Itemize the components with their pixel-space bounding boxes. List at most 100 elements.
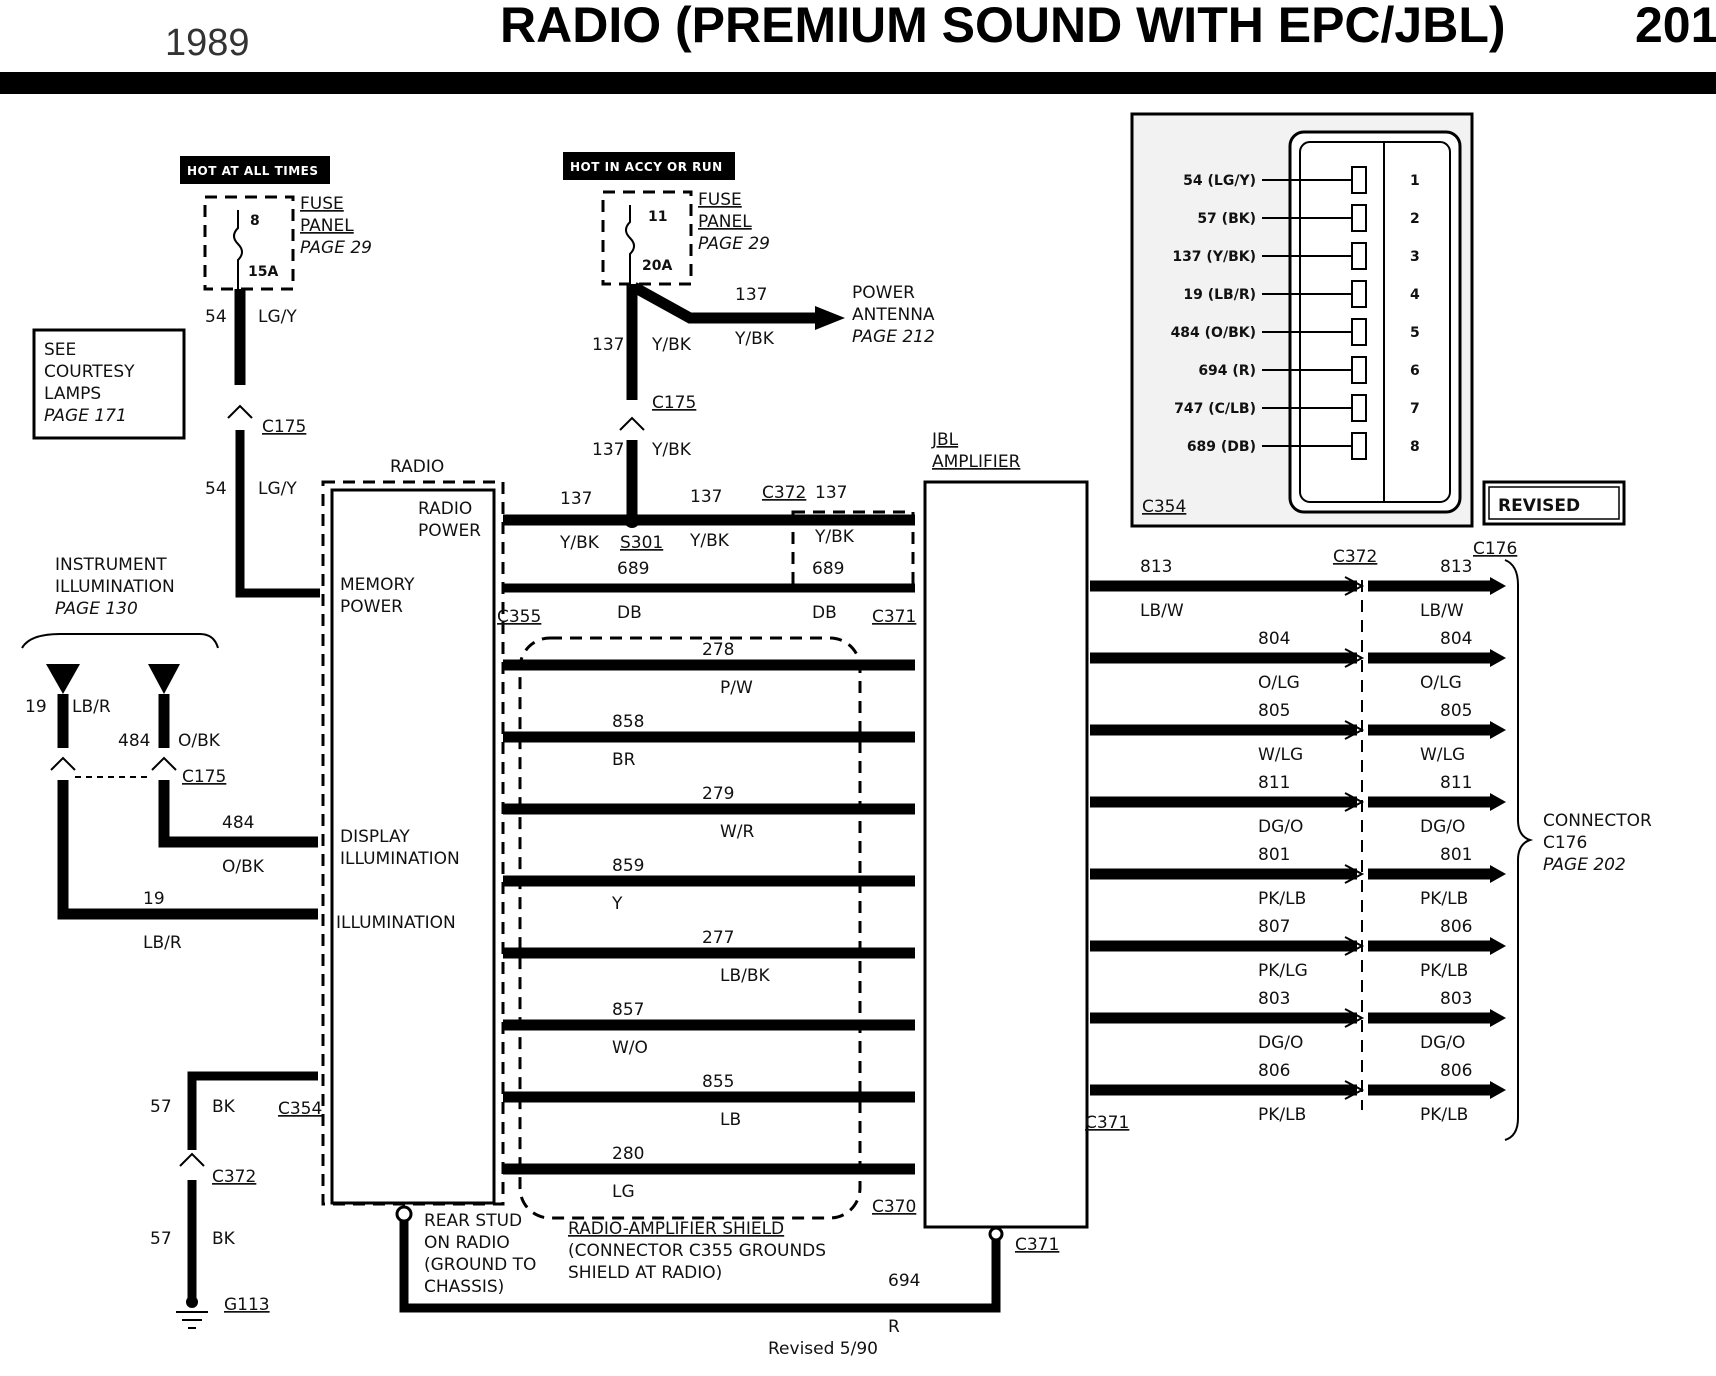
revised-badge-label: REVISED — [1498, 496, 1580, 516]
lamp-feed-arrow-icon-1 — [46, 664, 80, 694]
c175-label-1: C175 — [262, 417, 306, 437]
connector-c176-line1: CONNECTOR — [1543, 811, 1652, 831]
shielded-wire-number: 280 — [612, 1144, 644, 1164]
wire-137-upper-color: Y/BK — [651, 335, 692, 355]
c354-pin-socket — [1351, 394, 1367, 422]
shielded-wire-color: W/O — [612, 1038, 648, 1058]
wire-54-lower-number: 54 — [205, 479, 227, 499]
wire-484-lower-number: 484 — [222, 813, 254, 833]
c354-pin-label: 694 (R) — [1198, 363, 1256, 379]
title-rule — [0, 72, 1716, 94]
c354-pin-number: 4 — [1410, 287, 1420, 303]
connector-arrow-icon — [1490, 577, 1506, 595]
c175-terminal-icon-4 — [151, 756, 177, 771]
c176-brace — [1504, 559, 1534, 1141]
connector-arrow-icon — [1490, 1081, 1506, 1099]
speaker-right-number: 805 — [1440, 701, 1472, 721]
fuse-rating-2: 20A — [642, 258, 672, 274]
wire-57-upper-color: BK — [212, 1097, 236, 1117]
c354-pin-number: 7 — [1410, 401, 1420, 417]
amp-ground-icon — [988, 1226, 1004, 1242]
jbl-amp-label-1: JBL — [931, 430, 959, 450]
c175-terminal-icon-3 — [50, 756, 76, 771]
footer-r-mark: R — [888, 1317, 900, 1337]
shielded-wire-color: Y — [611, 894, 623, 914]
speaker-right-number: 801 — [1440, 845, 1472, 865]
speaker-right-color: PK/LB — [1420, 1105, 1468, 1125]
speaker-right-number: 813 — [1440, 557, 1472, 577]
speaker-right-color: DG/O — [1420, 817, 1465, 837]
shielded-wire-color: LB/BK — [720, 966, 771, 986]
instrument-line1: INSTRUMENT — [55, 555, 167, 575]
wire-137-c-number: 137 — [815, 483, 847, 503]
speaker-left-number: 806 — [1258, 1061, 1290, 1081]
revised-badge — [1482, 480, 1626, 526]
shielded-wire-number: 855 — [702, 1072, 734, 1092]
courtesy-page: PAGE 171 — [44, 406, 127, 426]
radio-box — [330, 488, 496, 1205]
c354-pin-label: 689 (DB) — [1187, 439, 1256, 455]
speaker-arrow-icon — [1344, 864, 1365, 884]
connector-arrow-icon — [1490, 721, 1506, 739]
wire-19-upper-number: 19 — [25, 697, 47, 717]
speaker-left-color: LB/W — [1140, 601, 1184, 621]
courtesy-line1: SEE — [44, 340, 76, 360]
c354-label-radio: C354 — [278, 1099, 322, 1119]
fuse-number-1: 8 — [250, 213, 260, 229]
radio-power-pin-2: POWER — [418, 521, 481, 541]
c370-label: C370 — [872, 1197, 916, 1217]
fuse-label-2a: FUSE — [698, 190, 742, 210]
wire-54-lower-color: LG/Y — [258, 479, 297, 499]
c372-label-a: C372 — [762, 483, 806, 503]
ground-line3: (GROUND TO — [424, 1255, 536, 1275]
c354-pin-number: 6 — [1410, 363, 1420, 379]
fuse-label-2b: PANEL — [698, 212, 752, 232]
power-antenna-page: PAGE 212 — [852, 327, 935, 347]
speaker-right-number: 806 — [1440, 917, 1472, 937]
shielded-wire-color: LB — [720, 1110, 741, 1130]
wire-54-upper-number: 54 — [205, 307, 227, 327]
shielded-wire-number: 857 — [612, 1000, 644, 1020]
wire-137-antenna-color: Y/BK — [734, 329, 775, 349]
fuse-icon-1 — [233, 210, 243, 289]
lamp-feed-arrow-icon-2 — [148, 664, 180, 694]
shielded-wire-number: 859 — [612, 856, 644, 876]
g113-label: G113 — [224, 1295, 270, 1315]
wire-57-lower-color: BK — [212, 1229, 236, 1249]
fuse-page-1: PAGE 29 — [300, 238, 372, 258]
speaker-right-color: W/LG — [1420, 745, 1465, 765]
power-antenna-label-2: ANTENNA — [852, 305, 935, 325]
c372-label-ground: C372 — [212, 1167, 256, 1187]
s301-label: S301 — [620, 533, 663, 553]
speaker-right-color: PK/LB — [1420, 961, 1468, 981]
courtesy-line3: LAMPS — [44, 384, 101, 404]
c354-pin-socket — [1351, 280, 1367, 308]
speaker-left-color: W/LG — [1258, 745, 1303, 765]
rear-stud-icon — [395, 1205, 413, 1223]
c176-label: C176 — [1473, 539, 1517, 559]
display-illum-pin-1: DISPLAY — [340, 827, 410, 847]
jbl-amp-label-2: AMPLIFIER — [932, 452, 1021, 472]
c354-pin-socket — [1351, 242, 1367, 270]
hot-in-accy-tag — [563, 152, 735, 180]
page-title: RADIO (PREMIUM SOUND WITH EPC/JBL) — [500, 0, 1506, 53]
shielded-wire-color: BR — [612, 750, 636, 770]
wire-137-mid-number: 137 — [592, 440, 624, 460]
c354-pin-number: 5 — [1410, 325, 1420, 341]
connector-arrow-icon — [1490, 649, 1506, 667]
instrument-line2: ILLUMINATION — [55, 577, 175, 597]
fuse-label-1b: PANEL — [300, 216, 354, 236]
wire-137-b-number: 137 — [690, 487, 722, 507]
illumination-pin: ILLUMINATION — [336, 913, 456, 933]
ground-line4: CHASSIS) — [424, 1277, 504, 1297]
speaker-left-number: 811 — [1258, 773, 1290, 793]
speaker-right-number: 811 — [1440, 773, 1472, 793]
hot-at-all-times-label: HOT AT ALL TIMES — [187, 164, 319, 178]
c354-pin-number: 1 — [1410, 173, 1420, 189]
instrument-page: PAGE 130 — [55, 599, 138, 619]
c175-terminal-icon-1 — [227, 404, 253, 419]
wire-689-a-number: 689 — [617, 559, 649, 579]
wire-137-c-color: Y/BK — [814, 527, 855, 547]
